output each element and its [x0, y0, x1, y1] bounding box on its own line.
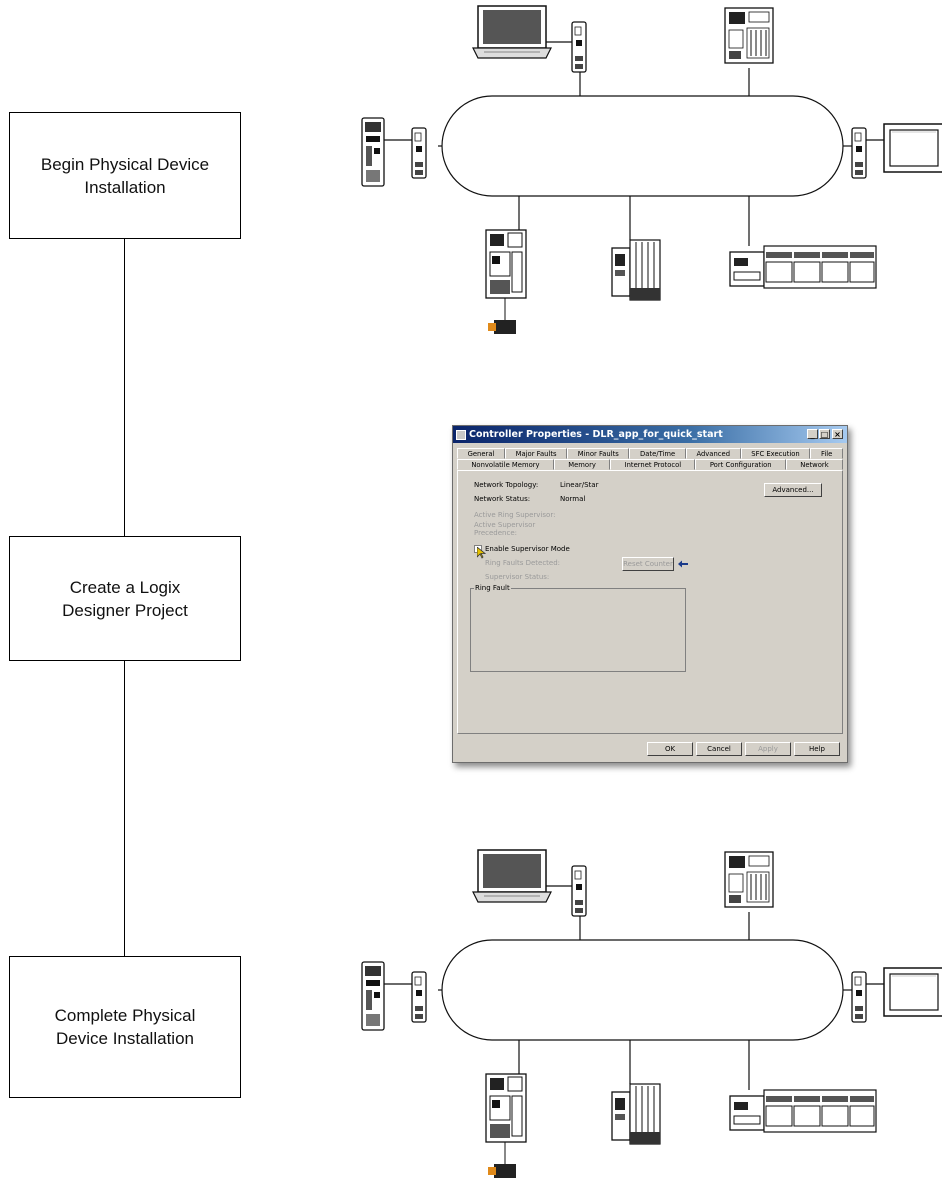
tab-memory[interactable]: Memory: [553, 459, 611, 470]
tab-date-time[interactable]: Date/Time: [629, 448, 686, 459]
minimize-button[interactable]: _: [807, 429, 818, 439]
plc-icon: [724, 7, 774, 64]
io-bank-icon: [729, 1089, 877, 1133]
laptop-icon: [472, 849, 552, 903]
laptop-icon: [472, 5, 552, 59]
dlr-network-diagram-after: [361, 849, 942, 1179]
network-tab-panel: Network Topology: Linear/Star Network St…: [457, 470, 843, 734]
io-rack-icon: [611, 1083, 661, 1145]
tap-module-icon: [571, 21, 587, 73]
ok-button[interactable]: OK: [647, 742, 693, 756]
flow-step-begin-installation: Begin Physical Device Installation: [9, 112, 241, 239]
tab-nonvolatile-memory[interactable]: Nonvolatile Memory: [457, 459, 554, 470]
tab-major-faults[interactable]: Major Faults: [505, 448, 568, 459]
tap-module-icon: [851, 971, 867, 1023]
active-supervisor-precedence-label: Active Supervisor Precedence:: [474, 521, 536, 537]
flow-step-label: Complete Physical Device Installation: [54, 1006, 196, 1048]
dlr-network-diagram-before: [361, 5, 942, 335]
cancel-button[interactable]: Cancel: [696, 742, 742, 756]
hmi-icon: [883, 123, 942, 173]
plc-icon: [724, 851, 774, 908]
tap-module-icon: [411, 971, 427, 1023]
network-status-label: Network Status:: [474, 495, 531, 503]
tab-minor-faults[interactable]: Minor Faults: [567, 448, 630, 459]
arrow-left-icon: [678, 560, 688, 568]
ring-fault-group-title: Ring Fault: [474, 584, 511, 592]
maximize-button[interactable]: □: [819, 429, 830, 439]
tap-module-icon: [851, 127, 867, 179]
flow-step-label: Create a Logix Designer Project: [62, 577, 188, 620]
supervisor-status-label: Supervisor Status:: [485, 573, 550, 581]
dialog-title-bar[interactable]: Controller Properties - DLR_app_for_quic…: [453, 426, 847, 443]
network-topology-label: Network Topology:: [474, 481, 539, 489]
flow-step-complete-installation: Complete Physical Device Installation: [9, 956, 241, 1098]
flow-step-label: Begin Physical Device Installation: [40, 154, 210, 197]
reset-counter-button[interactable]: Reset Counter: [622, 557, 674, 571]
dlr-ring-cable: [441, 95, 844, 197]
servo-drive-icon: [485, 1073, 527, 1179]
tab-network[interactable]: Network: [785, 459, 843, 470]
io-bank-icon: [729, 245, 877, 289]
servo-drive-icon: [485, 229, 527, 335]
enable-supervisor-label[interactable]: Enable Supervisor Mode: [485, 545, 570, 553]
tab-file[interactable]: File: [810, 448, 843, 459]
network-topology-value: Linear/Star: [560, 481, 599, 489]
dlr-ring-cable: [441, 939, 844, 1041]
controller-properties-dialog: Controller Properties - DLR_app_for_quic…: [452, 425, 848, 763]
flow-step-create-project: Create a Logix Designer Project: [9, 536, 241, 661]
controller-icon: [361, 117, 385, 187]
tab-sfc-execution[interactable]: SFC Execution: [740, 448, 811, 459]
flow-connector: [124, 239, 125, 536]
ring-fault-group: [470, 588, 686, 672]
hmi-icon: [883, 967, 942, 1017]
help-button[interactable]: Help: [794, 742, 840, 756]
tab-row-1: General Major Faults Minor Faults Date/T…: [457, 448, 843, 459]
tab-port-configuration[interactable]: Port Configuration: [695, 459, 786, 470]
dialog-title: Controller Properties - DLR_app_for_quic…: [469, 429, 723, 440]
tap-module-icon: [411, 127, 427, 179]
advanced-button[interactable]: Advanced...: [764, 483, 822, 497]
tap-module-icon: [571, 865, 587, 917]
apply-button[interactable]: Apply: [745, 742, 791, 756]
mouse-pointer-icon: [477, 547, 487, 559]
io-rack-icon: [611, 239, 661, 301]
tab-general[interactable]: General: [457, 448, 506, 459]
tab-internet-protocol[interactable]: Internet Protocol: [610, 459, 696, 470]
ring-faults-detected-label: Ring Faults Detected:: [485, 559, 561, 567]
tab-row-2: Nonvolatile Memory Memory Internet Proto…: [457, 459, 843, 470]
active-ring-supervisor-label: Active Ring Supervisor:: [474, 511, 556, 519]
app-icon: [456, 429, 466, 440]
network-status-value: Normal: [560, 495, 586, 503]
tab-advanced[interactable]: Advanced: [685, 448, 741, 459]
controller-icon: [361, 961, 385, 1031]
flow-connector: [124, 661, 125, 958]
close-button[interactable]: ×: [832, 429, 843, 439]
